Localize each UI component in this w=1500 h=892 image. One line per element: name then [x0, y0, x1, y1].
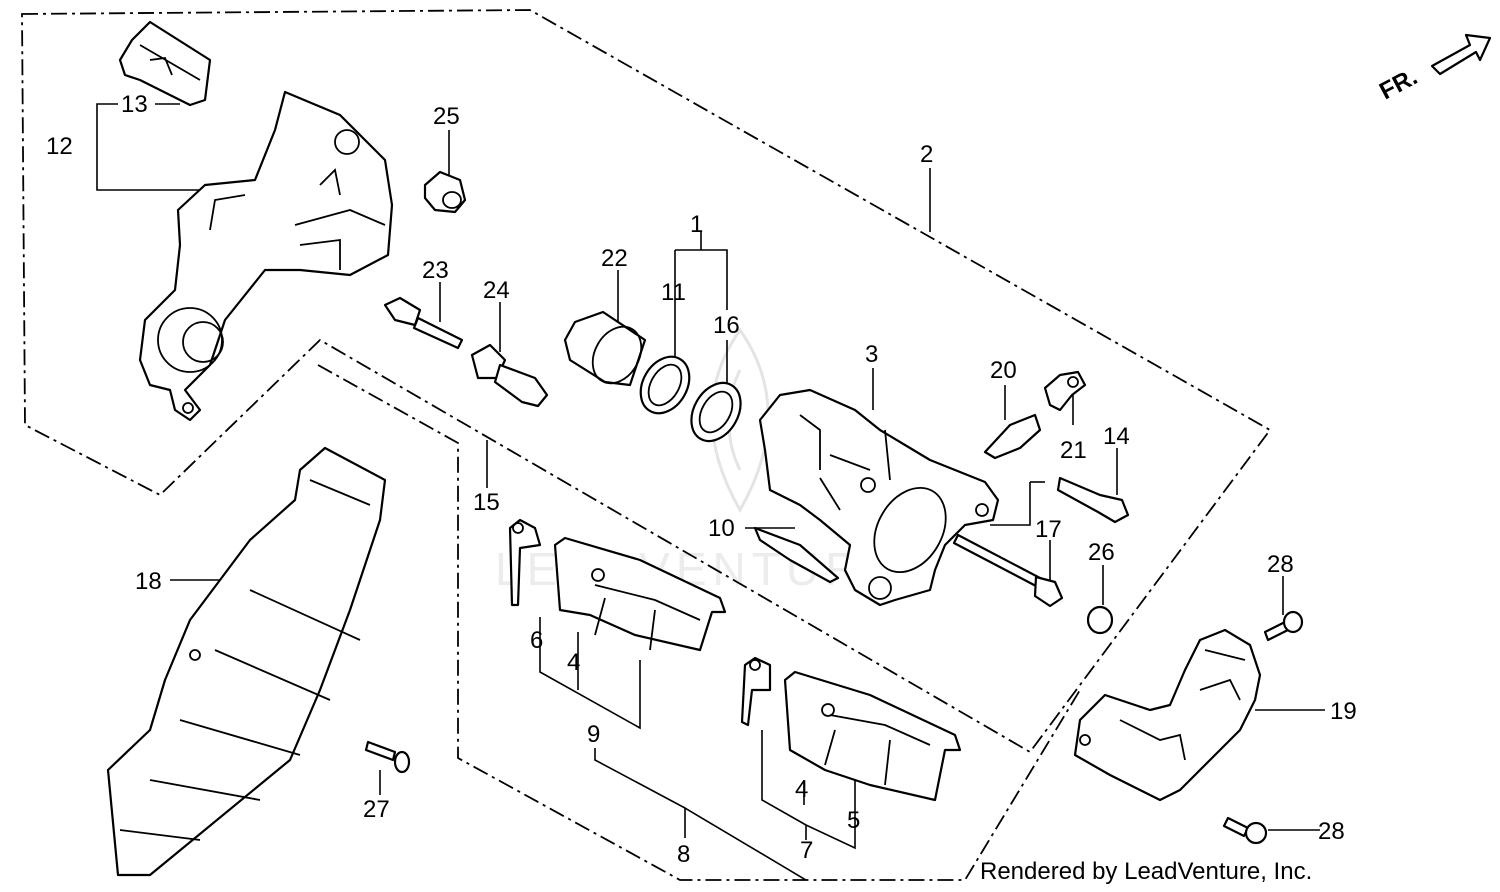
part-20-bleeder-screw — [983, 413, 1042, 460]
part-18-disc-guard — [106, 446, 387, 877]
part-24-pin — [470, 343, 549, 408]
direction-label: FR. — [1375, 63, 1422, 105]
part-28-bolt-upper — [1263, 610, 1304, 642]
part-17-pin-bolt — [952, 533, 1064, 608]
callout-4-lower: 4 — [795, 776, 808, 803]
part-10-pad-retainer — [753, 526, 840, 584]
callout-9: 9 — [587, 721, 600, 748]
part-11-piston-seal — [639, 355, 691, 415]
part-28-bolt-lower — [1222, 816, 1268, 845]
leader-lines — [96, 103, 1325, 881]
footer-credit: Rendered by LeadVenture, Inc. — [980, 858, 1313, 885]
part-9-brake-pad-upper — [508, 518, 727, 652]
part-14-pin-bolt — [1056, 476, 1130, 524]
part-22-piston — [563, 310, 647, 387]
callout-20: 20 — [990, 357, 1017, 384]
callout-1: 1 — [690, 211, 703, 238]
part-16-dust-seal — [690, 381, 742, 443]
arrow-right-icon — [1430, 33, 1492, 76]
callout-27: 27 — [363, 796, 390, 823]
callout-5: 5 — [847, 807, 860, 834]
part-21-hose-clip — [1043, 370, 1087, 412]
part-26-cap — [1086, 605, 1114, 635]
callout-17: 17 — [1035, 516, 1062, 543]
part-23-pin-bolt — [383, 296, 464, 350]
callout-16: 16 — [713, 312, 740, 339]
callout-labels: 1 2 3 4 4 5 6 7 8 9 10 11 12 13 14 15 16… — [46, 91, 1357, 868]
callout-22: 22 — [601, 245, 628, 272]
part-12-caliper-bracket — [138, 90, 394, 422]
part-13-pad-spring — [118, 20, 212, 107]
callout-28-upper: 28 — [1267, 551, 1294, 578]
callout-3: 3 — [865, 341, 878, 368]
part-19-guard-plate — [1073, 628, 1262, 802]
callout-10: 10 — [708, 515, 735, 542]
callout-19: 19 — [1330, 698, 1357, 725]
callout-26: 26 — [1088, 539, 1115, 566]
callout-11: 11 — [661, 279, 686, 306]
callout-12: 12 — [46, 133, 73, 160]
part-27-screw — [364, 740, 411, 774]
callout-6: 6 — [530, 627, 543, 654]
part-3-caliper-body — [758, 388, 1000, 607]
callout-7: 7 — [800, 837, 813, 864]
callout-21: 21 — [1060, 437, 1087, 464]
callout-18: 18 — [135, 568, 162, 595]
callout-13: 13 — [121, 91, 148, 118]
callout-23: 23 — [422, 257, 449, 284]
callout-24: 24 — [483, 277, 510, 304]
callout-4-upper: 4 — [567, 649, 580, 676]
callout-25: 25 — [433, 103, 460, 130]
callout-8: 8 — [677, 841, 690, 868]
group-outlines — [21, 9, 1272, 881]
front-direction-marker: FR. — [1375, 33, 1492, 105]
callout-28-lower: 28 — [1318, 818, 1345, 845]
callout-15: 15 — [473, 489, 500, 516]
part-8-brake-pad-lower — [740, 656, 962, 802]
callout-2: 2 — [920, 141, 933, 168]
callout-14: 14 — [1103, 423, 1130, 450]
part-25-bleeder-cap — [423, 170, 467, 214]
